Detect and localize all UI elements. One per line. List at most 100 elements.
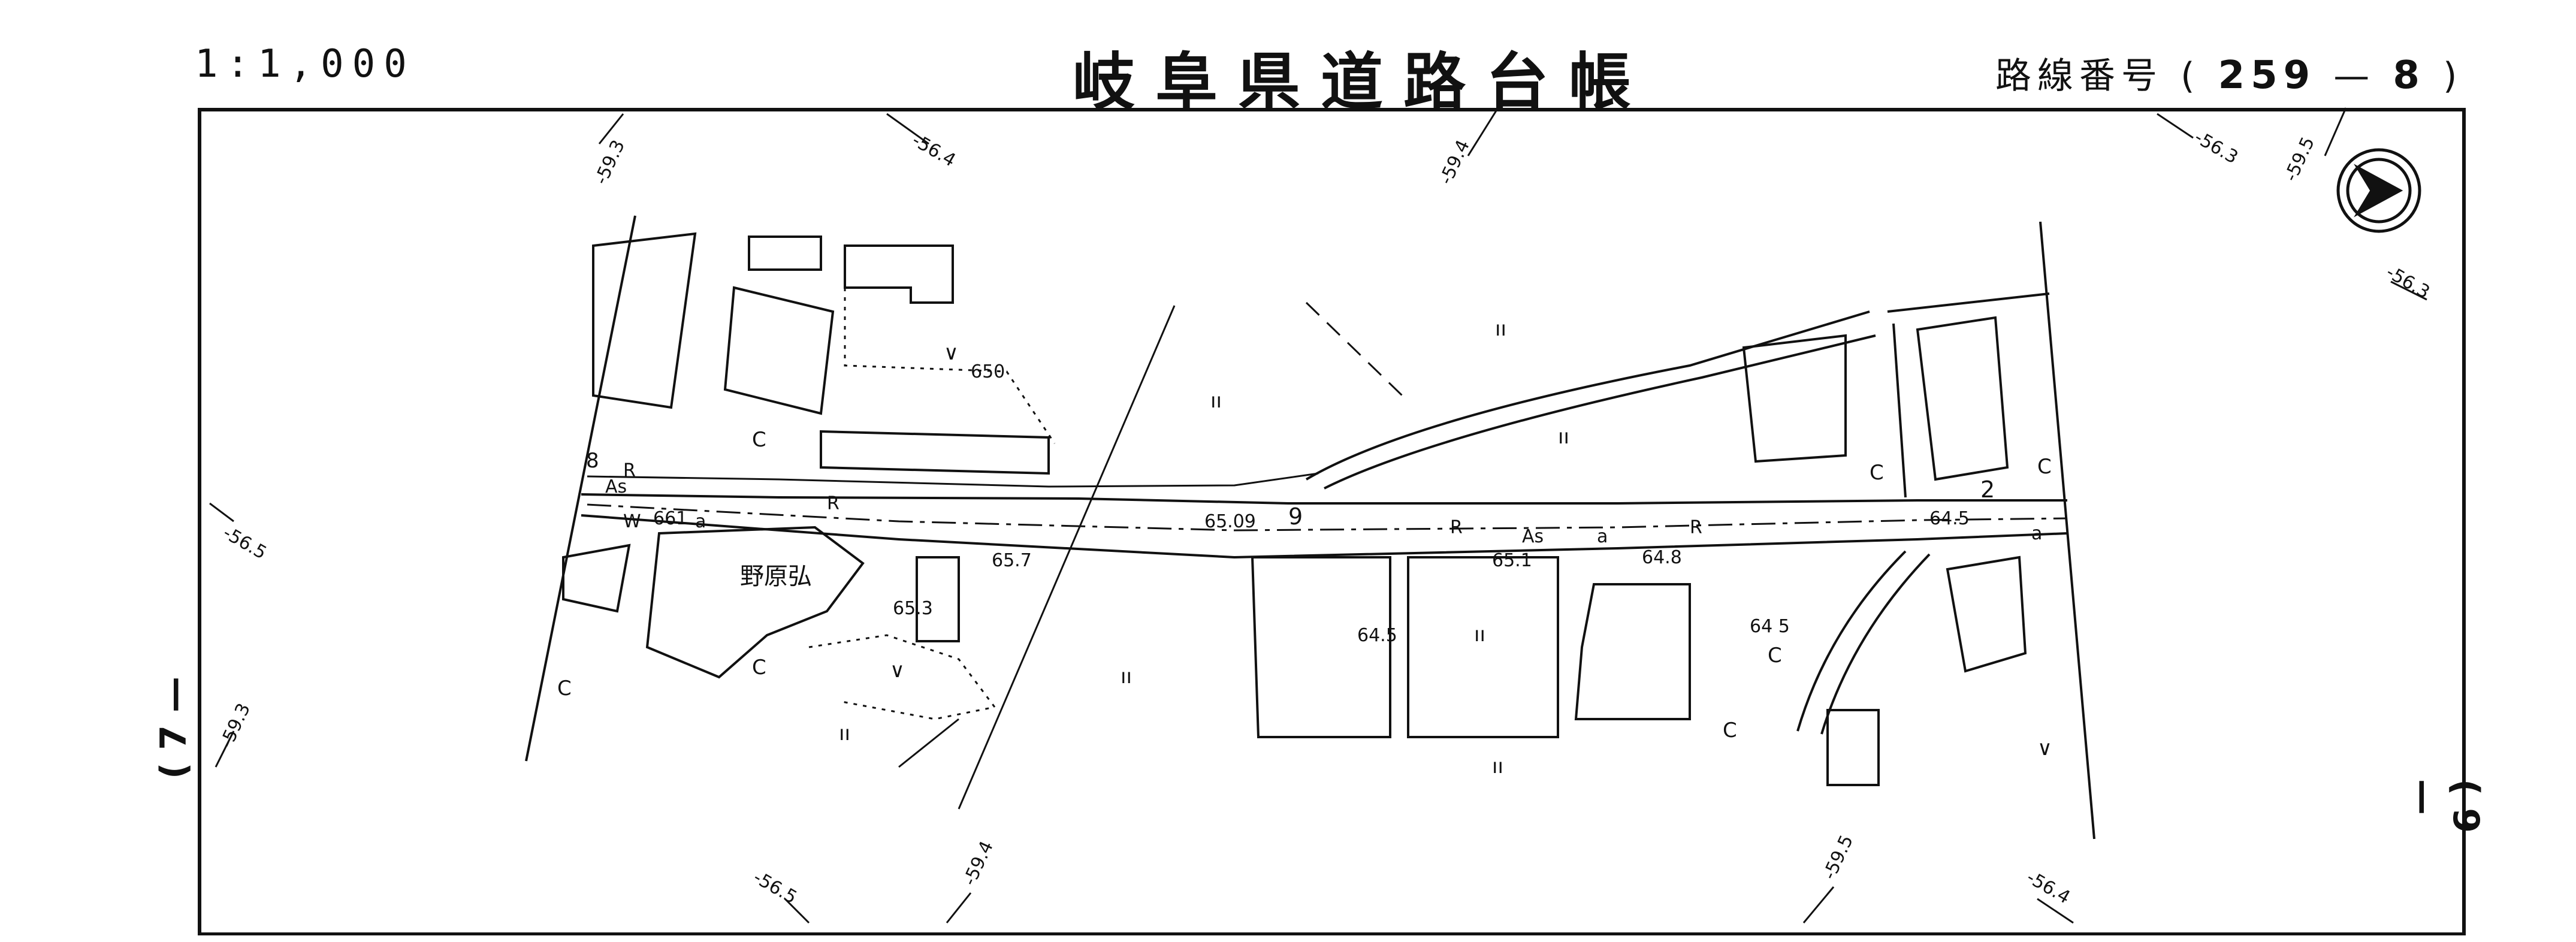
building xyxy=(820,430,1050,475)
branch-road-east-edge xyxy=(1324,334,1876,490)
landuse-mulberry-symbol: C xyxy=(752,656,766,680)
route-sheet-number: 8 xyxy=(2393,53,2426,98)
building xyxy=(1251,556,1391,738)
landuse-mulberry-symbol: C xyxy=(1870,461,1884,485)
landuse-field-symbol: ∨ xyxy=(890,659,905,683)
landuse-paddy-symbol: ıı xyxy=(1495,317,1506,341)
owner-name: 野原弘 xyxy=(740,563,812,590)
landuse-mulberry-symbol: C xyxy=(1768,644,1782,668)
contour-label: -59.3 xyxy=(216,700,255,751)
route-dash: — xyxy=(2333,55,2376,97)
landuse-field-symbol: ∨ xyxy=(2037,736,2052,760)
elevation-label: 65.3 xyxy=(893,598,933,619)
pavement-mark-as: As xyxy=(605,476,627,497)
contour-tick xyxy=(2390,280,2427,301)
road-mark-a: a xyxy=(1597,526,1608,547)
elevation-label: 64.5 xyxy=(1357,625,1397,646)
road-centerline xyxy=(587,503,2068,532)
contour-tick xyxy=(886,113,929,145)
map-bottom-rule xyxy=(198,932,2466,935)
road-mark-r: R xyxy=(1450,517,1463,538)
road-mark-9: 9 xyxy=(1288,503,1303,530)
contour-label: -56.4 xyxy=(2023,867,2074,908)
branch-road-west-edge xyxy=(1305,310,1870,481)
road-mark-r: R xyxy=(1690,517,1702,538)
landuse-mulberry-symbol: C xyxy=(752,428,766,452)
branch-road-south xyxy=(1892,323,1907,498)
ramp-road-edge xyxy=(1820,553,1931,735)
page-title: 岐阜県道路台帳 xyxy=(1073,46,1652,119)
route-prefix: 路線番号 xyxy=(1995,55,2163,97)
road-mark-2: 2 xyxy=(1980,476,1995,503)
contour-tick xyxy=(2157,113,2194,139)
elevation-label: 661 xyxy=(653,508,687,529)
contour-tick xyxy=(2037,898,2074,924)
contour-tick xyxy=(946,892,972,923)
contour-label: -56.3 xyxy=(2382,262,2433,303)
landuse-paddy-symbol: ıı xyxy=(1210,389,1222,413)
contour-tick xyxy=(1802,886,1835,923)
landuse-mulberry-symbol: C xyxy=(557,677,572,701)
north-arrow-icon xyxy=(2336,148,2421,233)
well-mark: W xyxy=(623,511,641,532)
building xyxy=(748,236,822,271)
contour-label: -56.4 xyxy=(908,130,959,171)
road-mark-8: 8 xyxy=(586,449,599,473)
building xyxy=(723,286,835,415)
landuse-paddy-symbol: ıı xyxy=(839,721,850,745)
landuse-field-symbol: ∨ xyxy=(944,341,959,365)
route-number: 路線番号 ( 259 — 8 ) xyxy=(1995,47,2463,99)
ramp-road xyxy=(1796,550,1907,732)
contour-label: -56.5 xyxy=(750,867,801,908)
building xyxy=(645,526,865,679)
property-boundary xyxy=(844,288,1056,444)
elevation-label: 64.8 xyxy=(1642,547,1682,568)
building xyxy=(1826,709,1880,786)
road-edge-north xyxy=(581,493,2067,505)
road-mark-a: a xyxy=(695,511,706,532)
elevation-label: 650 xyxy=(971,361,1005,382)
road-shoulder-north xyxy=(587,472,1319,488)
landuse-paddy-symbol: ıı xyxy=(1474,623,1485,647)
contour-label: -59.5 xyxy=(2281,134,2320,185)
building xyxy=(844,244,954,304)
property-boundary xyxy=(808,634,996,720)
contour-label: -59.5 xyxy=(1819,832,1858,883)
building xyxy=(562,544,631,613)
route-close-paren: ) xyxy=(2442,55,2463,97)
elevation-label: 64 5 xyxy=(1750,616,1790,637)
elevation-label: 65.1 xyxy=(1492,550,1532,571)
leader-line xyxy=(1305,301,1403,397)
contour-tick xyxy=(215,730,235,768)
building xyxy=(1946,555,2027,673)
landuse-mulberry-symbol: C xyxy=(2037,455,2052,479)
landuse-mulberry-symbol: C xyxy=(1723,718,1737,742)
road-mark-r: R xyxy=(623,460,636,481)
contour-label: -59.4 xyxy=(959,838,998,889)
leader-line xyxy=(958,305,1176,810)
landuse-paddy-symbol: ıı xyxy=(1492,754,1503,778)
survey-boundary-right xyxy=(2039,221,2095,840)
landuse-paddy-symbol: ıı xyxy=(1121,665,1132,689)
road-mark-a: a xyxy=(2031,523,2042,544)
leader-line xyxy=(898,718,959,768)
contour-label: -56.5 xyxy=(219,523,270,564)
building xyxy=(592,232,697,409)
building xyxy=(916,556,960,642)
contour-label: -59.3 xyxy=(591,137,630,188)
map-scale: 1:1,000 xyxy=(195,42,415,86)
elevation-label: 65.7 xyxy=(992,550,1032,571)
contour-label: -56.3 xyxy=(2191,127,2242,168)
building xyxy=(1916,316,2009,481)
map-frame xyxy=(198,108,2466,935)
route-number-value: 259 xyxy=(2218,53,2317,98)
elevation-label: 64.5 xyxy=(1929,508,1970,529)
landuse-paddy-symbol: ıı xyxy=(1558,425,1569,449)
road-edge-south xyxy=(581,514,2068,559)
building xyxy=(1407,556,1559,738)
elevation-label: 65.09 xyxy=(1204,511,1256,532)
contour-label: -59.4 xyxy=(1436,137,1475,188)
survey-boundary-left xyxy=(525,215,636,762)
road-mark-r: R xyxy=(827,493,839,514)
